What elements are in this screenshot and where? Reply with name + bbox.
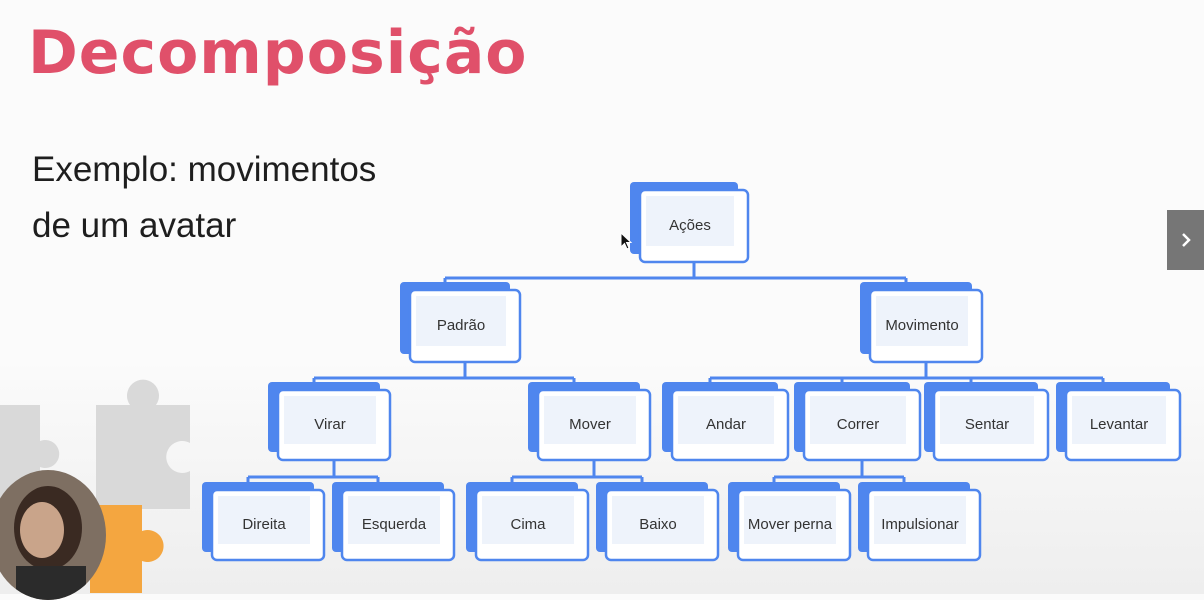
node-andar: Andar	[662, 382, 790, 462]
node-levantar: Levantar	[1056, 382, 1182, 462]
node-baixo: Baixo	[596, 482, 720, 562]
node-baixo-label: Baixo	[639, 516, 677, 533]
slide-subtitle: Exemplo: movimentos de um avatar	[32, 142, 452, 254]
node-direita-label: Direita	[242, 516, 286, 533]
node-levantar-label: Levantar	[1090, 416, 1148, 433]
node-movimento-inner	[876, 296, 968, 346]
node-cima-inner	[482, 496, 574, 544]
node-acoes-inner	[646, 196, 734, 246]
node-mover-label: Mover	[569, 416, 611, 433]
node-acoes: Ações	[630, 182, 750, 264]
node-correr: Correr	[794, 382, 922, 462]
node-mover-inner	[544, 396, 636, 444]
chevron-right-icon	[1181, 233, 1191, 247]
node-mover-perna-label: Mover perna	[748, 516, 833, 533]
node-movimento: Movimento	[860, 282, 984, 364]
node-movimento-label: Movimento	[885, 317, 958, 334]
node-mover-perna: Mover perna	[728, 482, 852, 562]
presenter-webcam	[0, 470, 106, 600]
node-direita: Direita	[202, 482, 326, 562]
node-andar-inner	[678, 396, 774, 444]
node-padrao-inner	[416, 296, 506, 346]
tree-connectors	[246, 262, 1105, 490]
subtitle-line-1: Exemplo: movimentos	[32, 150, 377, 189]
node-cima: Cima	[466, 482, 590, 562]
node-virar: Virar	[268, 382, 392, 462]
node-mover-perna-inner	[744, 496, 836, 544]
node-padrao-label: Padrão	[437, 317, 485, 334]
node-sentar-label: Sentar	[965, 416, 1009, 433]
node-mover: Mover	[528, 382, 652, 462]
node-virar-label: Virar	[314, 416, 345, 433]
node-sentar: Sentar	[924, 382, 1050, 462]
node-correr-inner	[810, 396, 906, 444]
presenter-avatar-icon	[14, 486, 86, 600]
node-levantar-inner	[1072, 396, 1166, 444]
node-esquerda-inner	[348, 496, 440, 544]
node-direita-inner	[218, 496, 310, 544]
node-virar-inner	[284, 396, 376, 444]
node-padrao: Padrão	[400, 282, 522, 364]
node-impulsionar-inner	[874, 496, 966, 544]
subtitle-line-2: de um avatar	[32, 206, 237, 245]
node-cima-label: Cima	[510, 516, 546, 533]
node-acoes-label: Ações	[669, 217, 711, 234]
node-esquerda: Esquerda	[332, 482, 456, 562]
node-correr-label: Correr	[837, 416, 880, 433]
node-impulsionar-label: Impulsionar	[881, 516, 959, 533]
node-sentar-inner	[940, 396, 1034, 444]
node-impulsionar: Impulsionar	[858, 482, 982, 562]
node-baixo-inner	[612, 496, 704, 544]
mouse-pointer-icon	[620, 232, 633, 250]
node-andar-label: Andar	[706, 416, 746, 433]
slide-title: Decomposição	[28, 18, 528, 88]
next-slide-button[interactable]	[1167, 210, 1204, 270]
node-esquerda-label: Esquerda	[362, 516, 427, 533]
